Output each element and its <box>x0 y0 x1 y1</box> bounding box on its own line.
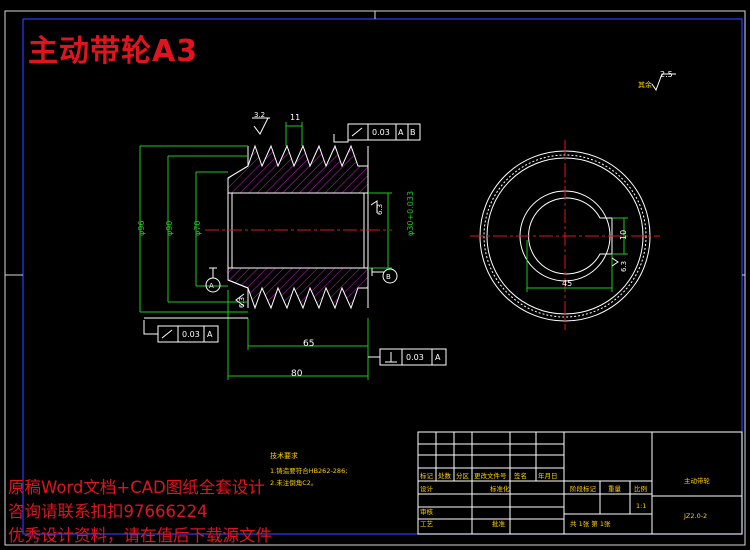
tolerance-bottom-value: 0.03 <box>406 353 424 362</box>
drawing-title: 主动带轮A3 <box>28 34 199 69</box>
tolerance-left-value: 0.03 <box>182 330 200 339</box>
tb-zone: 分区 <box>456 471 470 480</box>
tb-review: 审核 <box>420 507 434 516</box>
dim-d70: φ70 <box>193 221 202 236</box>
roughness-bore-value: 6.3 <box>376 204 384 215</box>
tolerance-top-datum-b: B <box>410 128 416 137</box>
roughness-general-value: 2.5 <box>660 70 673 79</box>
title-block-text: 标记 处数 分区 更改文件号 签名 年月日 设计 标准化 审核 工艺 批准 阶段… <box>420 471 711 528</box>
tb-scale-value: 1:1 <box>636 502 646 510</box>
datum-a-left-icon: A <box>205 267 221 293</box>
roughness-general-icon: 2.5 其余 <box>638 70 676 92</box>
roughness-left-icon: 6.3 <box>235 293 246 308</box>
promo-note-line1: 原稿Word文档+CAD图纸全套设计 <box>8 478 265 497</box>
tolerance-top-value: 0.03 <box>372 128 390 137</box>
datum-a-left: A <box>209 282 214 290</box>
roughness-bore-icon: 6.3 <box>370 200 384 215</box>
dim-length-80: 80 <box>291 369 303 379</box>
tech-req-heading: 技术要求 <box>270 451 298 460</box>
tb-sign: 签名 <box>514 471 527 480</box>
tb-count: 处数 <box>438 471 452 480</box>
datum-b-right: B <box>386 273 391 281</box>
tb-date: 年月日 <box>538 471 558 480</box>
tb-approve: 批准 <box>492 519 506 528</box>
roughness-general-label: 其余 <box>638 80 652 89</box>
tb-drawing-no: JZ2.0-2 <box>683 512 707 520</box>
inner-border <box>22 18 743 535</box>
promo-note-line3: 优秀设计资料，请在值后下载源文件 <box>8 526 272 545</box>
tolerance-frame-left: 0.03 A <box>143 317 248 343</box>
technical-requirements: 技术要求 1.铸造要符合HB262-286; 2.未注倒角C2。 <box>270 451 347 487</box>
tb-design: 设计 <box>420 484 434 493</box>
tb-scale: 比例 <box>634 484 647 493</box>
roughness-keyway-icon: 6.3 <box>611 257 628 272</box>
tech-req-line2: 2.未注倒角C2。 <box>270 478 317 487</box>
tb-process: 工艺 <box>420 520 434 528</box>
section-dimensions <box>139 122 392 380</box>
tolerance-frame-top: 0.03 A B <box>333 123 421 143</box>
tolerance-top-datum-a: A <box>398 128 404 137</box>
tolerance-frame-bottom: 0.03 A <box>368 348 447 366</box>
tech-req-line1: 1.铸造要符合HB262-286; <box>270 466 347 475</box>
dim-d90: φ90 <box>165 221 174 236</box>
dim-groove-width: 11 <box>290 113 300 122</box>
tb-standard: 标准化 <box>490 484 510 493</box>
tolerance-left-datum: A <box>207 330 213 339</box>
tb-mark: 标记 <box>420 471 434 480</box>
tb-sheets: 共 1张 第 1张 <box>570 519 611 528</box>
promo-note-line2: 咨询请联系扣扣97666224 <box>8 502 208 521</box>
runout-top-icon <box>351 127 363 137</box>
dim-d96: φ96 <box>137 221 146 236</box>
tb-weight: 重量 <box>608 485 622 493</box>
section-view <box>205 144 392 310</box>
roughness-keyway-value: 6.3 <box>620 261 628 272</box>
tolerance-bottom-datum: A <box>435 353 441 362</box>
tb-part-name: 主动带轮 <box>684 476 711 485</box>
runout-left-icon <box>161 329 173 339</box>
tb-stage-mark: 阶段标记 <box>570 484 597 493</box>
dim-key-10: 10 <box>619 230 628 240</box>
dim-bore: φ30+0.033 <box>406 191 415 236</box>
end-view-dimensions <box>526 217 628 292</box>
dim-key-45: 45 <box>562 279 572 288</box>
datum-b-right-icon: B <box>371 268 398 284</box>
tb-change-file: 更改文件号 <box>474 471 507 480</box>
end-view <box>470 140 660 330</box>
title-block <box>417 431 743 535</box>
roughness-top-icon: 3.2 <box>252 111 270 135</box>
roughness-top-value: 3.2 <box>254 111 265 119</box>
roughness-left-value: 6.3 <box>238 297 246 308</box>
dim-length-65: 65 <box>303 339 314 349</box>
